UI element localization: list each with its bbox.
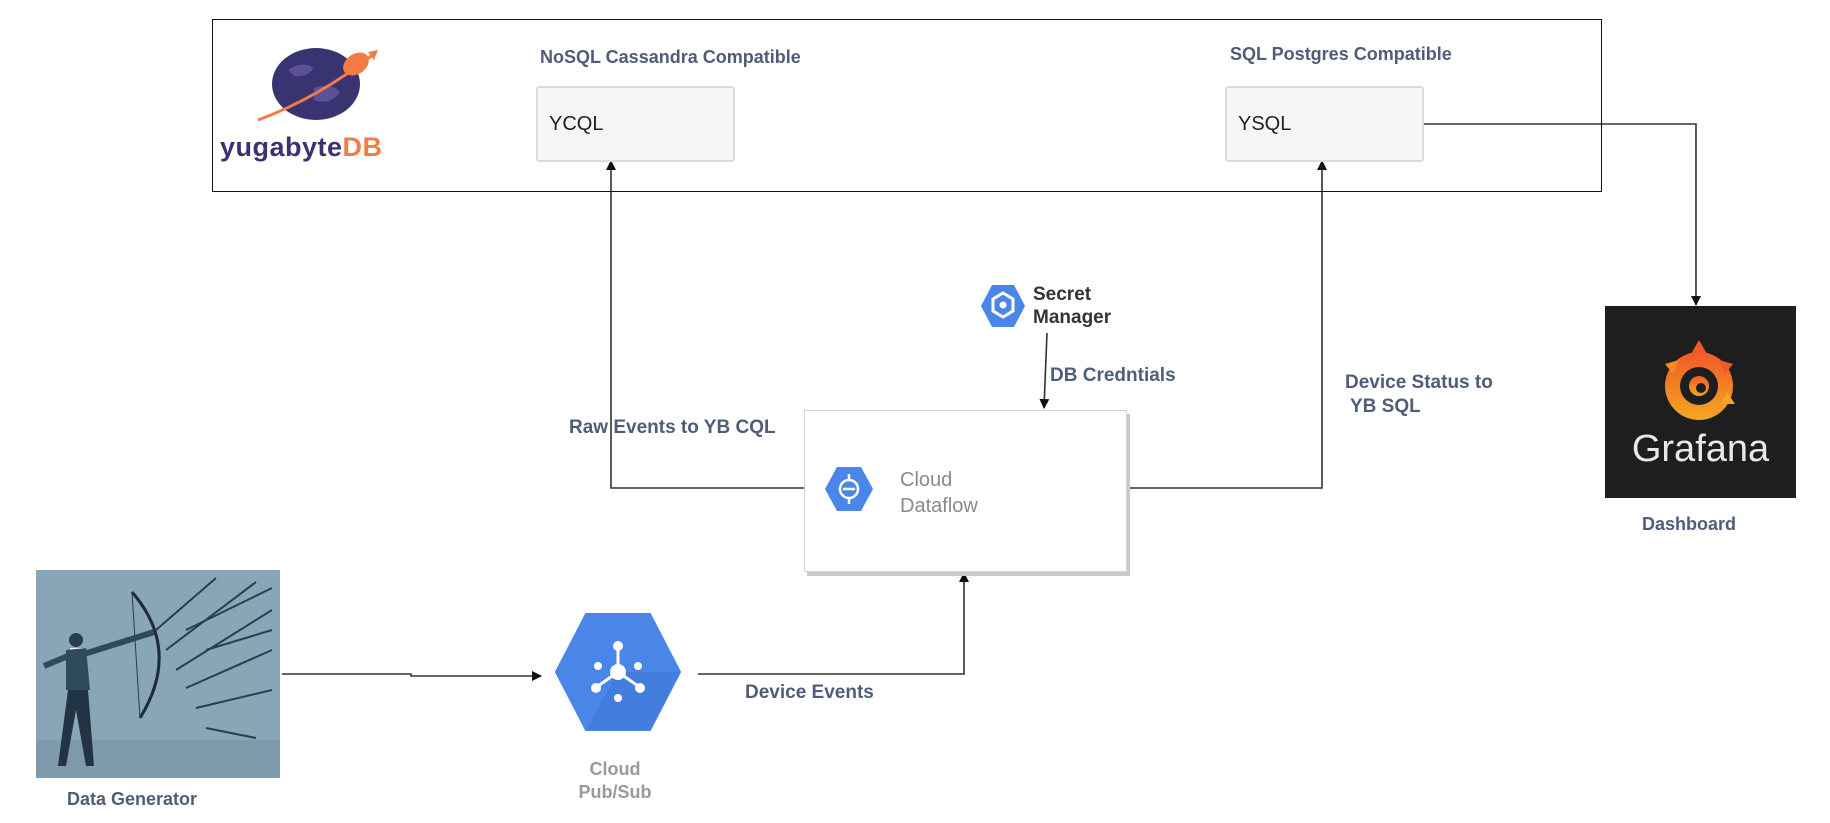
secret-manager-label: Secret Manager [1033, 283, 1111, 329]
edge-ysql-grafana [1421, 123, 1701, 306]
edge-label-device-events: Device Events [745, 682, 874, 703]
edge-device-events [698, 572, 969, 675]
edge-label-raw-events: Raw Events to YB CQL [569, 417, 776, 438]
grafana-caption: Dashboard [1642, 514, 1737, 534]
logo-word-db: DB [342, 132, 383, 162]
ycql-label: YCQL [549, 112, 604, 135]
edge-db-credentials [1039, 332, 1050, 409]
pubsub-icon [554, 612, 682, 732]
secret-manager-line1: Secret [1033, 284, 1092, 305]
edge-label-device-status: Device Status to YB SQL [1345, 371, 1493, 419]
grafana-node: Grafana [1605, 306, 1796, 498]
edge-label-db-credentials: DB Credntials [1050, 365, 1176, 386]
device-status-line1: Device Status to [1345, 372, 1493, 393]
cloud-dataflow-node: Cloud Dataflow [804, 410, 1127, 572]
yugabytedb-logo: yugabyteDB [218, 48, 418, 166]
pubsub-line1: Cloud [589, 759, 641, 779]
edge-raw-events [606, 160, 804, 489]
grafana-wordmark: Grafana [1631, 428, 1770, 470]
ysql-box: YSQL [1225, 86, 1424, 162]
secret-manager-line2: Manager [1033, 307, 1112, 328]
ycql-heading: NoSQL Cassandra Compatible [540, 47, 801, 67]
dataflow-label: Cloud Dataflow [900, 467, 978, 519]
logo-word-yugabyte: yugabyte [220, 132, 343, 162]
edge-device-status [1127, 160, 1327, 489]
grafana-icon [1655, 334, 1743, 430]
ysql-label: YSQL [1238, 112, 1292, 135]
ysql-heading: SQL Postgres Compatible [1230, 44, 1452, 64]
edge-generator-pubsub [282, 671, 542, 681]
dataflow-icon [825, 465, 873, 513]
pubsub-label: Cloud Pub/Sub [565, 758, 665, 804]
dataflow-line2: Dataflow [900, 495, 978, 517]
secret-manager-icon [980, 283, 1026, 329]
ycql-box: YCQL [536, 86, 735, 162]
yugabyte-globe-icon [257, 48, 378, 122]
data-generator-image [36, 570, 280, 778]
dataflow-line1: Cloud [900, 469, 953, 491]
device-status-line2: YB SQL [1350, 396, 1421, 417]
pubsub-line2: Pub/Sub [578, 782, 652, 802]
yugabytedb-container [212, 19, 1602, 192]
data-generator-caption: Data Generator [67, 789, 198, 809]
